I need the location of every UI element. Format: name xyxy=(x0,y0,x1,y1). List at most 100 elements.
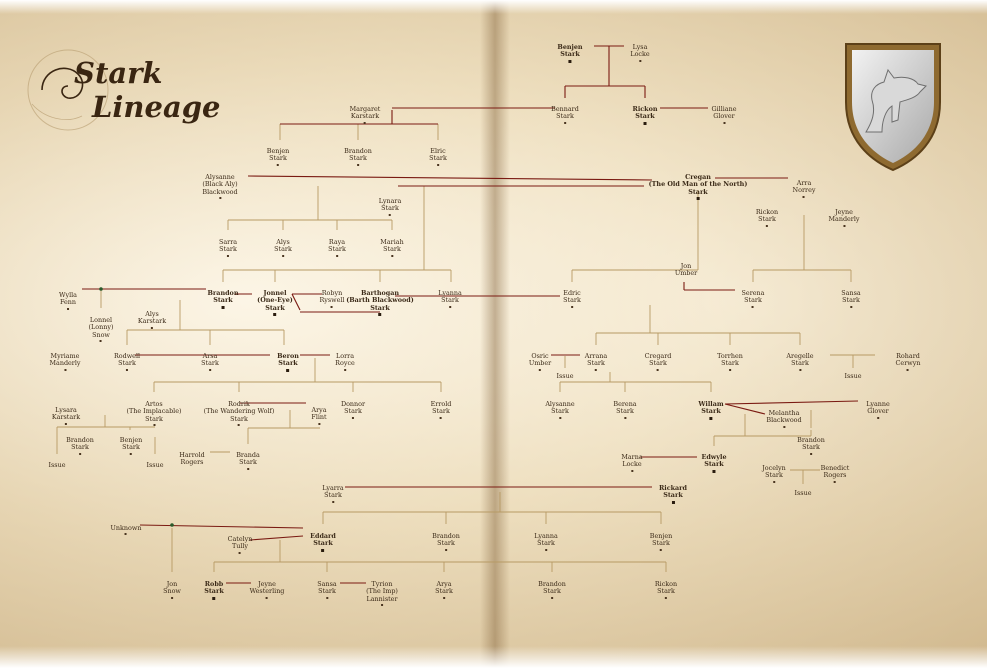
person-unknown: Unknown xyxy=(111,525,142,535)
person-name-line: Stark xyxy=(841,297,860,304)
person-marker xyxy=(277,164,279,166)
person-jonnel: Jonnel(One-Eye)Stark xyxy=(257,290,293,316)
person-arya1: AryaFlint xyxy=(311,407,326,425)
person-name-line: Stark xyxy=(786,360,813,367)
person-branda: BrandaStark xyxy=(236,452,260,470)
person-osric: OsricUmber xyxy=(529,353,551,371)
person-margaret: MargaretKarstark xyxy=(350,106,381,124)
person-name-line: Stark xyxy=(756,216,778,223)
person-marker xyxy=(783,426,785,428)
person-name-line: Stark xyxy=(557,51,582,58)
marriage-line xyxy=(248,176,652,180)
person-marker xyxy=(709,417,712,420)
person-marker xyxy=(665,597,667,599)
person-arra: ArraNorrey xyxy=(793,180,816,198)
person-marker xyxy=(723,122,725,124)
person-name-line: Stark xyxy=(236,459,260,466)
person-name-line: Rogers xyxy=(821,472,850,479)
person-marker xyxy=(810,453,812,455)
person-marker xyxy=(344,369,346,371)
person-name-line: Stark xyxy=(380,246,403,253)
person-marker xyxy=(222,306,225,309)
person-name-line: Stark xyxy=(344,155,372,162)
person-name-line: Stark xyxy=(126,416,181,423)
person-name-line: Glover xyxy=(866,408,890,415)
person-marker xyxy=(326,597,328,599)
person-marker xyxy=(239,552,241,554)
person-lyanna1: LyannaStark xyxy=(438,290,462,308)
person-name-line: Stark xyxy=(438,297,462,304)
person-name-line: Fenn xyxy=(59,299,77,306)
person-marker xyxy=(595,369,597,371)
person-marker xyxy=(850,306,852,308)
person-name-line: Stark xyxy=(120,444,142,451)
person-marker xyxy=(440,417,442,419)
person-brandon2: BrandonStark xyxy=(208,290,239,309)
person-jocelyn: JocelynStark xyxy=(762,465,786,483)
person-marker xyxy=(171,597,173,599)
person-serena1: SerenaStark xyxy=(742,290,765,308)
person-cregard: CregardStark xyxy=(645,353,672,371)
person-marker xyxy=(445,549,447,551)
person-gilliane: GillianeGlover xyxy=(712,106,737,124)
person-name-line: Stark xyxy=(701,461,726,468)
person-name-line: Stark xyxy=(742,297,765,304)
person-name-line: Karstark xyxy=(138,318,166,325)
person-myriame: MyriameManderly xyxy=(49,353,80,371)
person-name-line: Stark xyxy=(551,113,579,120)
person-name-line: Stark xyxy=(277,360,299,367)
person-arsa: ArsaStark xyxy=(201,353,219,371)
person-marker xyxy=(657,369,659,371)
person-name-line: Stark xyxy=(659,492,687,499)
issue-label: Issue xyxy=(147,462,164,469)
person-name-line: Stark xyxy=(257,305,293,312)
person-marker xyxy=(219,197,221,199)
person-marker xyxy=(391,255,393,257)
marriage-line xyxy=(140,525,303,528)
person-marna: MarnaLocke xyxy=(621,454,642,472)
person-sansa2: SansaStark xyxy=(317,581,336,599)
person-name-line: Stark xyxy=(66,444,94,451)
person-name-line: Blackwood xyxy=(202,189,237,196)
person-name-line: Stark xyxy=(613,408,636,415)
person-sansa1: SansaStark xyxy=(841,290,860,308)
person-arya2: AryaStark xyxy=(435,581,453,599)
person-marker xyxy=(624,417,626,419)
person-name-line: Stark xyxy=(201,360,219,367)
person-marker xyxy=(843,225,845,227)
person-marker xyxy=(151,327,153,329)
person-marker xyxy=(631,470,633,472)
person-marker xyxy=(332,501,334,503)
person-name-line: Stark xyxy=(208,297,239,304)
person-marker xyxy=(130,453,132,455)
person-alys2: AlysKarstark xyxy=(138,311,166,329)
person-name-line: Norrey xyxy=(793,187,816,194)
person-bennard: BennardStark xyxy=(551,106,579,124)
person-marker xyxy=(273,313,276,316)
person-marker xyxy=(564,122,566,124)
person-marker xyxy=(449,306,451,308)
person-marker xyxy=(79,453,81,455)
issue-label: Issue xyxy=(845,373,862,380)
person-name-line: Stark xyxy=(538,588,566,595)
person-name-line: Manderly xyxy=(828,216,859,223)
person-marker xyxy=(331,306,333,308)
person-name-line: Manderly xyxy=(49,360,80,367)
person-marker xyxy=(153,424,155,426)
person-name-line: Umber xyxy=(529,360,551,367)
person-lyarra: LyarraStark xyxy=(322,485,343,503)
person-name-line: Stark xyxy=(219,246,237,253)
person-marker xyxy=(100,340,102,342)
person-marker xyxy=(697,197,700,200)
person-name-line: Stark xyxy=(317,588,336,595)
person-name-line: Stark xyxy=(114,360,140,367)
